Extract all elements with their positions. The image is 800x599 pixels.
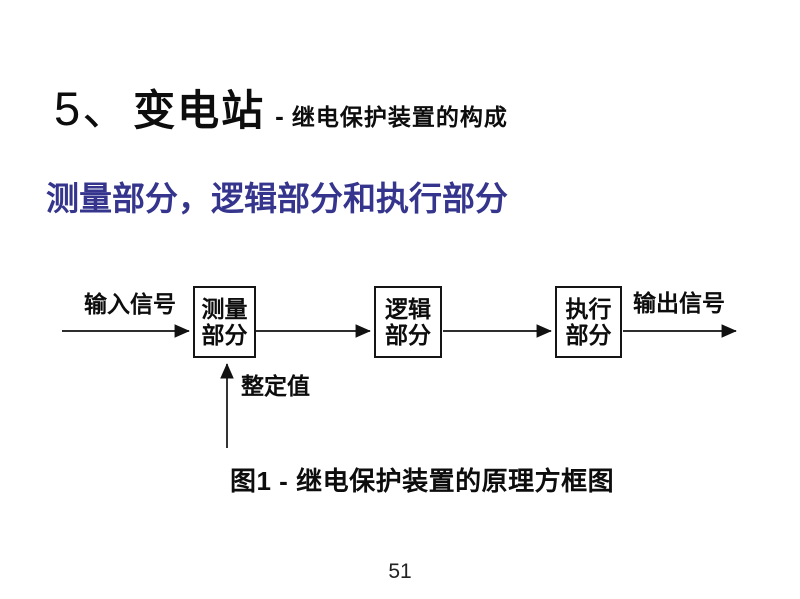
logic-box-line2: 部分 bbox=[385, 322, 431, 348]
logic-box-line1: 逻辑 bbox=[385, 296, 431, 322]
title-subtopic: 继电保护装置的构成 bbox=[291, 104, 508, 130]
setting-value-label: 整定值 bbox=[241, 373, 310, 399]
execute-box: 执行 部分 bbox=[555, 286, 622, 358]
output-signal-label: 输出信号 bbox=[633, 290, 725, 316]
slide-subtitle: 测量部分，逻辑部分和执行部分 bbox=[46, 180, 508, 217]
execute-box-line2: 部分 bbox=[565, 322, 612, 348]
measure-box-line2: 部分 bbox=[201, 322, 248, 348]
logic-box: 逻辑 部分 bbox=[374, 286, 442, 358]
page-title: 5、 变电站 - 继电保护装置的构成 bbox=[54, 70, 508, 139]
input-signal-label: 输入信号 bbox=[84, 291, 176, 317]
execute-box-line1: 执行 bbox=[565, 296, 612, 322]
measure-box-line1: 测量 bbox=[201, 296, 248, 322]
page-number: 51 bbox=[388, 560, 412, 583]
title-dash: - bbox=[275, 101, 284, 131]
measure-box: 测量 部分 bbox=[193, 286, 256, 358]
figure-caption: 图1 - 继电保护装置的原理方框图 bbox=[230, 466, 615, 496]
title-main: 变电站 bbox=[133, 87, 266, 134]
title-number: 5、 bbox=[54, 82, 132, 135]
